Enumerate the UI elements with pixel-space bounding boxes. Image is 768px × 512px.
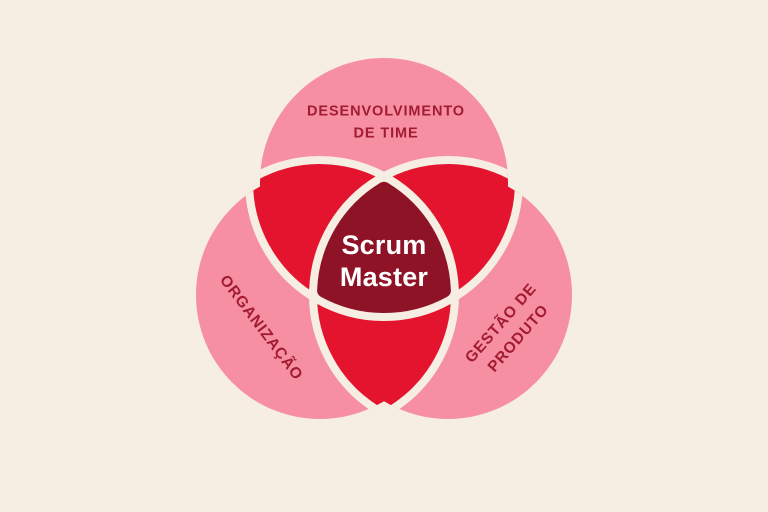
center-role-label: Scrum Master [340,230,428,294]
center-scrum-master-region [317,181,451,314]
center-role-line1: Scrum [341,230,427,261]
top-circle-label-line1: DESENVOLVIMENTO [307,103,465,120]
top-circle-label: DESENVOLVIMENTO DE TIME [307,101,465,145]
top-circle-label-line2: DE TIME [353,125,419,141]
center-role-line2: Master [339,262,429,292]
